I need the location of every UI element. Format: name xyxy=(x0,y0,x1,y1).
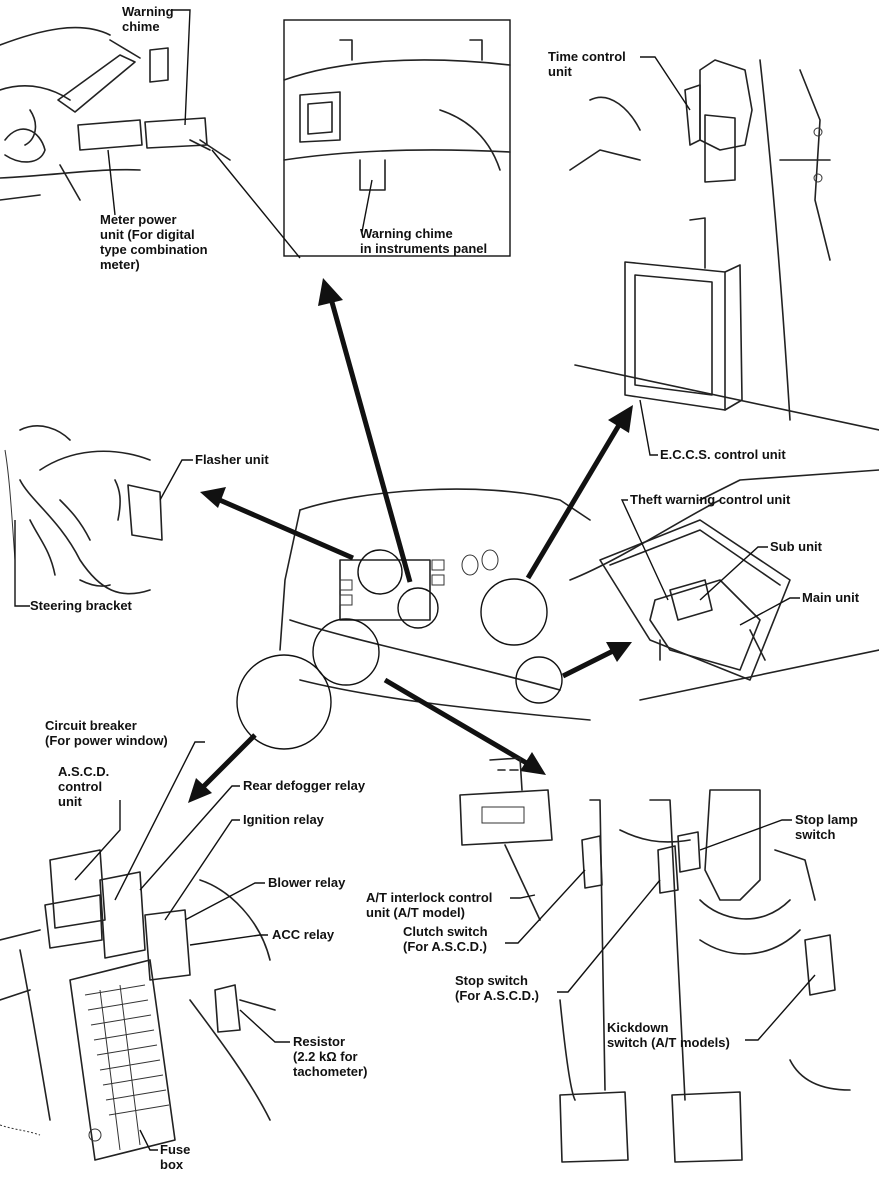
resistor-label: Resistor (2.2 kΩ for tachometer) xyxy=(293,1034,368,1079)
warning-chime-sketch xyxy=(0,26,231,201)
ascd-control-unit-label: A.S.C.D. control unit xyxy=(58,764,110,809)
instrument-panel-inset xyxy=(283,19,511,257)
meter-power-unit-label: Meter power unit (For digital type combi… xyxy=(100,212,208,272)
theft-warning-control-unit-label: Theft warning control unit xyxy=(630,492,791,507)
flasher-unit-label: Flasher unit xyxy=(195,452,269,467)
sub-unit-label: Sub unit xyxy=(770,539,822,554)
circuit-breaker-label: Circuit breaker (For power window) xyxy=(45,718,168,748)
theft-warning-unit-sketch xyxy=(569,469,879,701)
ignition-relay-label: Ignition relay xyxy=(243,812,324,827)
clutch-switch-label: Clutch switch (For A.S.C.D.) xyxy=(403,924,488,954)
blower-relay-label: Blower relay xyxy=(268,875,346,890)
warning-chime-label: Warning chime xyxy=(122,4,174,34)
stop-lamp-switch-label: Stop lamp switch xyxy=(795,812,858,842)
pointer-arrows xyxy=(188,278,633,803)
warning-chime-panel-label: Warning chime in instruments panel xyxy=(360,226,488,256)
main-unit-label: Main unit xyxy=(802,590,860,605)
fuse-box-label: Fuse box xyxy=(160,1142,191,1172)
steering-bracket-label: Steering bracket xyxy=(30,598,132,613)
leader-lines xyxy=(14,9,816,1151)
at-interlock-control-unit-label: A/T interlock control unit (A/T model) xyxy=(366,890,493,920)
eccs-control-unit-label: E.C.C.S. control unit xyxy=(660,447,786,462)
dashboard-overview xyxy=(236,488,591,750)
pedal-assembly-sketch xyxy=(459,757,851,1163)
flasher-unit-sketch xyxy=(4,425,163,595)
time-control-unit-label: Time control unit xyxy=(548,49,626,79)
eccs-control-unit-sketch xyxy=(569,59,879,431)
rear-defogger-relay-label: Rear defogger relay xyxy=(243,778,366,793)
relay-fuse-box-sketch xyxy=(0,849,276,1161)
stop-switch-label: Stop switch (For A.S.C.D.) xyxy=(455,973,540,1003)
kickdown-switch-label: Kickdown switch (A/T models) xyxy=(607,1020,730,1050)
acc-relay-label: ACC relay xyxy=(272,927,335,942)
